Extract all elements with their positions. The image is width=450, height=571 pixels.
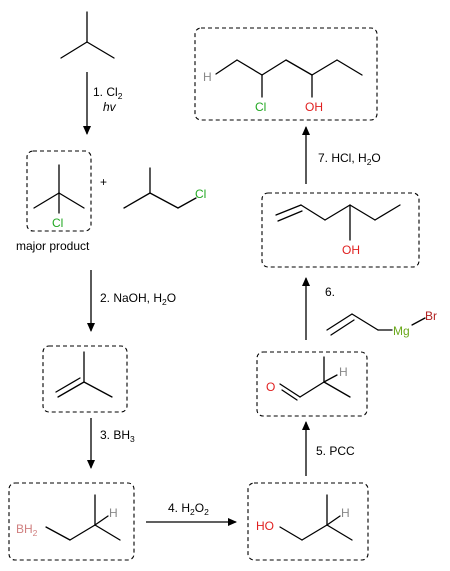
- final-product-box: [194, 27, 378, 121]
- step1-label: 1. Cl2: [93, 85, 123, 101]
- step1-condition: hv: [103, 100, 117, 114]
- isobutanol-structure: [279, 494, 353, 541]
- atom-chlorine-final: Cl: [255, 100, 266, 114]
- hexenol-structure: [275, 204, 401, 241]
- atom-hydrogen-aldehyde: H: [339, 365, 348, 379]
- major-product-label: major product: [16, 239, 90, 253]
- atom-chlorine-minor: Cl: [195, 187, 206, 201]
- step5-label: 5. PCC: [316, 444, 355, 458]
- step4-label: 4. H2O2: [168, 501, 209, 517]
- tert-butyl-chloride-structure: [33, 164, 85, 214]
- atom-hydrogen-final: H: [203, 70, 212, 84]
- isobutane-structure: [60, 11, 115, 59]
- final-product-structure: [215, 59, 363, 98]
- plus-sign: +: [100, 175, 107, 189]
- borane-box: [8, 482, 135, 561]
- isobutyl-chloride-structure: [123, 167, 197, 209]
- borane-structure: [45, 494, 121, 541]
- isobutanol-box: [247, 482, 369, 561]
- atom-hydrogen-alcohol: H: [341, 506, 350, 520]
- atom-oxygen-alcohol: HO: [256, 519, 274, 533]
- isobutylene-box: [42, 345, 128, 413]
- atom-chlorine-major: Cl: [52, 216, 63, 230]
- step7-label: 7. HCl, H2O: [318, 151, 381, 167]
- hexenol-box: [261, 192, 420, 268]
- major-product-box: [26, 150, 92, 232]
- aldehyde-box: [256, 351, 368, 417]
- atom-hydrogen-borane: H: [109, 506, 118, 520]
- atom-oxygen-aldehyde: O: [266, 380, 275, 394]
- step6-label: 6.: [325, 285, 335, 299]
- atom-boron: BH2: [16, 522, 38, 538]
- step3-label: 3. BH3: [100, 428, 135, 444]
- atom-oxygen-hexenol: OH: [342, 243, 360, 257]
- aldehyde-structure: [279, 356, 351, 401]
- allyl-grignard-structure: [326, 313, 426, 336]
- atom-oxygen-final: OH: [305, 100, 323, 114]
- atom-bromine: Br: [425, 309, 437, 323]
- step2-label: 2. NaOH, H2O: [100, 291, 176, 307]
- atom-magnesium: Mg: [393, 324, 410, 338]
- isobutylene-structure: [55, 351, 113, 398]
